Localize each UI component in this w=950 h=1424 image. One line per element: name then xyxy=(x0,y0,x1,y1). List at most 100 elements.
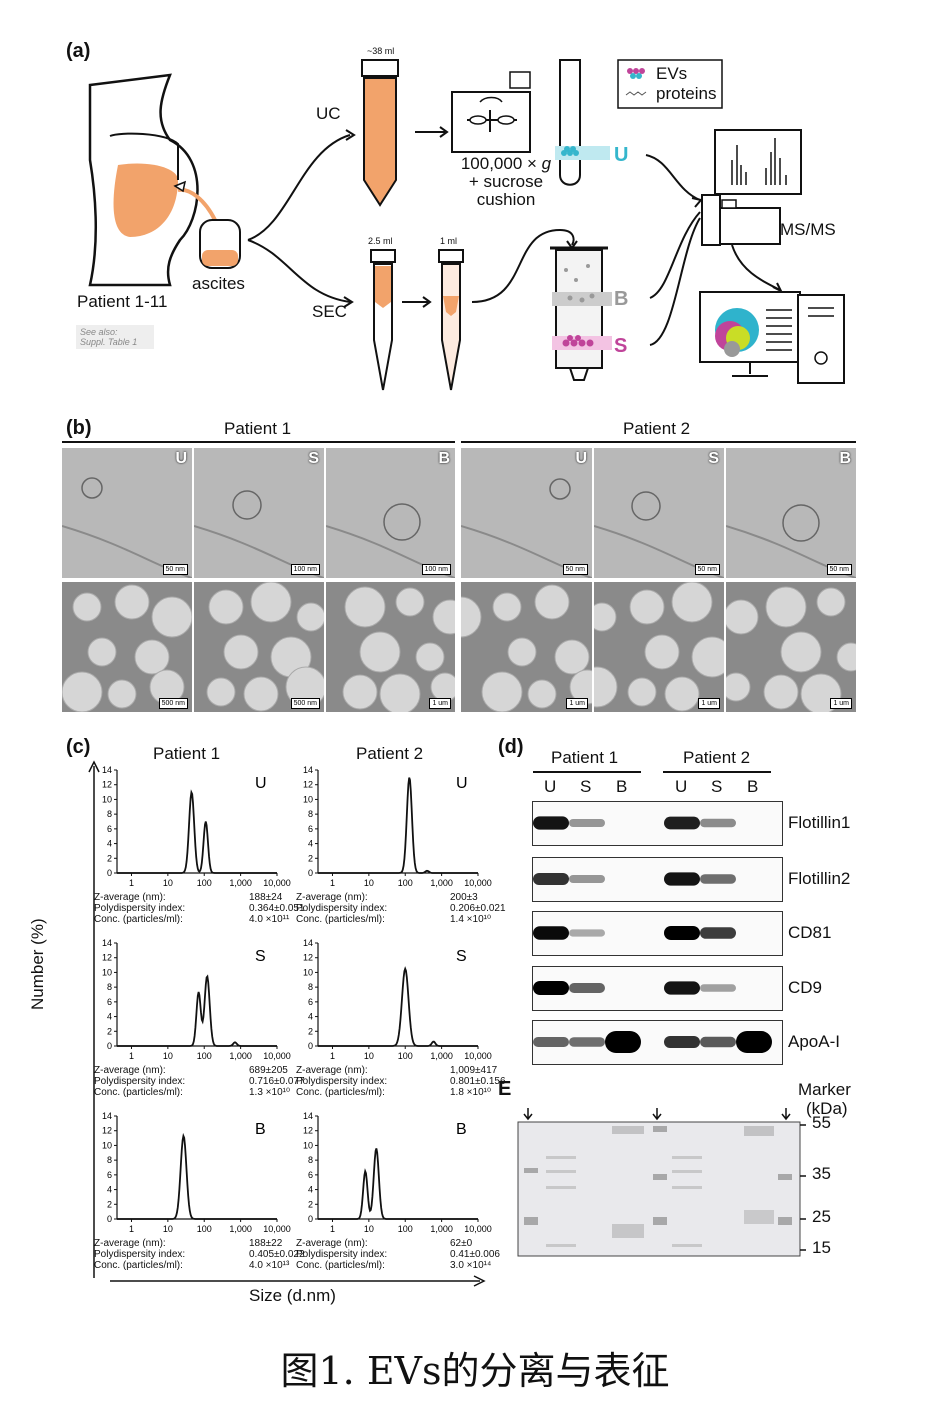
wb-band xyxy=(664,926,700,940)
wb-bands xyxy=(533,802,782,845)
x-tick-label: 100 xyxy=(398,1224,413,1234)
dls-stat-label: Conc. (particles/ml): xyxy=(94,1260,185,1271)
wb-lane-label: S xyxy=(711,777,722,797)
dls-curve xyxy=(318,969,478,1046)
kda-tick-label: 15 xyxy=(812,1238,831,1258)
x-tick-label: 10 xyxy=(364,1051,374,1061)
wb-band xyxy=(533,926,569,940)
dls-stat-label: Z-average (nm): xyxy=(296,1065,387,1076)
dls-stat-label: Z-average (nm): xyxy=(94,1065,185,1076)
wb-band xyxy=(533,981,569,995)
x-tick-label: 100 xyxy=(197,878,212,888)
wb-lane-label: B xyxy=(616,777,627,797)
y-tick-label: 6 xyxy=(107,1170,112,1180)
y-tick-label: 10 xyxy=(303,1140,313,1150)
x-tick-label: 100 xyxy=(197,1224,212,1234)
dls-stat-value: 3.0 ×10¹⁴ xyxy=(450,1260,500,1271)
wb-protein-label: Flotillin1 xyxy=(788,813,850,833)
x-tick-label: 10,000 xyxy=(263,1224,291,1234)
dls-stat-labels: Z-average (nm):Polydispersity index:Conc… xyxy=(296,1238,387,1271)
y-tick-label: 8 xyxy=(107,1155,112,1165)
y-tick-label: 4 xyxy=(107,839,112,849)
kda-tick-label: 25 xyxy=(812,1207,831,1227)
dls-axes xyxy=(318,770,478,873)
dls-stat-value: 200±3 xyxy=(450,892,506,903)
dls-stat-label: Polydispersity index: xyxy=(94,1076,185,1087)
gel-image xyxy=(516,1104,806,1260)
wb-band xyxy=(605,1031,641,1053)
y-tick-label: 4 xyxy=(308,1185,313,1195)
dls-fraction-title: S xyxy=(255,948,266,965)
y-tick-label: 12 xyxy=(102,780,112,790)
y-tick-label: 10 xyxy=(102,794,112,804)
dls-stat-label: Conc. (particles/ml): xyxy=(296,1260,387,1271)
marker-label: Marker xyxy=(798,1080,851,1100)
dls-curve xyxy=(117,1136,277,1219)
wb-blot xyxy=(532,801,783,846)
wb-band xyxy=(700,1037,736,1047)
x-tick-label: 1 xyxy=(129,1224,134,1234)
dls-axes xyxy=(117,943,277,1046)
y-tick-label: 2 xyxy=(107,1199,112,1209)
y-tick-label: 0 xyxy=(308,1041,313,1051)
wb-band xyxy=(736,1031,772,1053)
x-tick-label: 100 xyxy=(398,1051,413,1061)
x-tick-label: 1 xyxy=(330,1051,335,1061)
x-tick-label: 1,000 xyxy=(430,1051,453,1061)
y-tick-label: 10 xyxy=(303,794,313,804)
wb-bands xyxy=(533,858,782,901)
x-tick-label: 1,000 xyxy=(229,1224,252,1234)
wb-lane-label: S xyxy=(580,777,591,797)
x-tick-label: 1,000 xyxy=(229,878,252,888)
x-tick-label: 10,000 xyxy=(464,878,492,888)
dls-stat-value: 1,009±417 xyxy=(450,1065,506,1076)
y-tick-label: 14 xyxy=(303,765,313,775)
y-tick-label: 8 xyxy=(308,809,313,819)
y-tick-label: 6 xyxy=(308,824,313,834)
wb-band xyxy=(569,983,605,993)
wb-protein-label: Flotillin2 xyxy=(788,869,850,889)
x-tick-label: 10,000 xyxy=(464,1051,492,1061)
y-tick-label: 12 xyxy=(303,1126,313,1136)
dls-curve xyxy=(117,792,277,873)
y-tick-label: 0 xyxy=(107,868,112,878)
dls-stat-labels: Z-average (nm):Polydispersity index:Conc… xyxy=(94,1065,185,1098)
y-tick-label: 2 xyxy=(107,853,112,863)
panel-d-divider-p1 xyxy=(533,771,641,773)
x-tick-label: 10 xyxy=(163,1224,173,1234)
wb-blot xyxy=(532,1020,783,1065)
dls-curve xyxy=(117,977,277,1047)
dls-fraction-title: B xyxy=(255,1121,266,1138)
dls-stat-value: 1.4 ×10¹⁰ xyxy=(450,914,506,925)
wb-band xyxy=(569,1037,605,1047)
x-tick-label: 10 xyxy=(163,878,173,888)
wb-lane-label: U xyxy=(675,777,687,797)
dls-stat-values: 200±30.206±0.0211.4 ×10¹⁰ xyxy=(450,892,506,925)
dls-stat-label: Polydispersity index: xyxy=(296,1076,387,1087)
x-tick-label: 1 xyxy=(129,1051,134,1061)
kda-tick-label: 55 xyxy=(812,1113,831,1133)
dls-stat-label: Z-average (nm): xyxy=(94,1238,185,1249)
wb-bands xyxy=(533,967,782,1010)
wb-band xyxy=(533,873,569,885)
wb-band xyxy=(664,817,700,830)
panel-d-patient2: Patient 2 xyxy=(683,748,750,768)
dls-axes xyxy=(318,943,478,1046)
panel-d-divider-p2 xyxy=(663,771,771,773)
y-tick-label: 8 xyxy=(308,982,313,992)
y-tick-label: 10 xyxy=(102,967,112,977)
x-tick-label: 10 xyxy=(163,1051,173,1061)
wb-protein-label: ApoA-I xyxy=(788,1032,840,1052)
panel-d-label: (d) xyxy=(498,736,524,759)
x-tick-label: 1 xyxy=(129,878,134,888)
dls-chart: 024681012141101001,00010,000S xyxy=(303,938,492,1061)
dls-stat-label: Conc. (particles/ml): xyxy=(94,1087,185,1098)
y-tick-label: 14 xyxy=(303,1111,313,1121)
dls-curve xyxy=(318,1148,478,1219)
x-tick-label: 10 xyxy=(364,878,374,888)
y-tick-label: 0 xyxy=(308,868,313,878)
